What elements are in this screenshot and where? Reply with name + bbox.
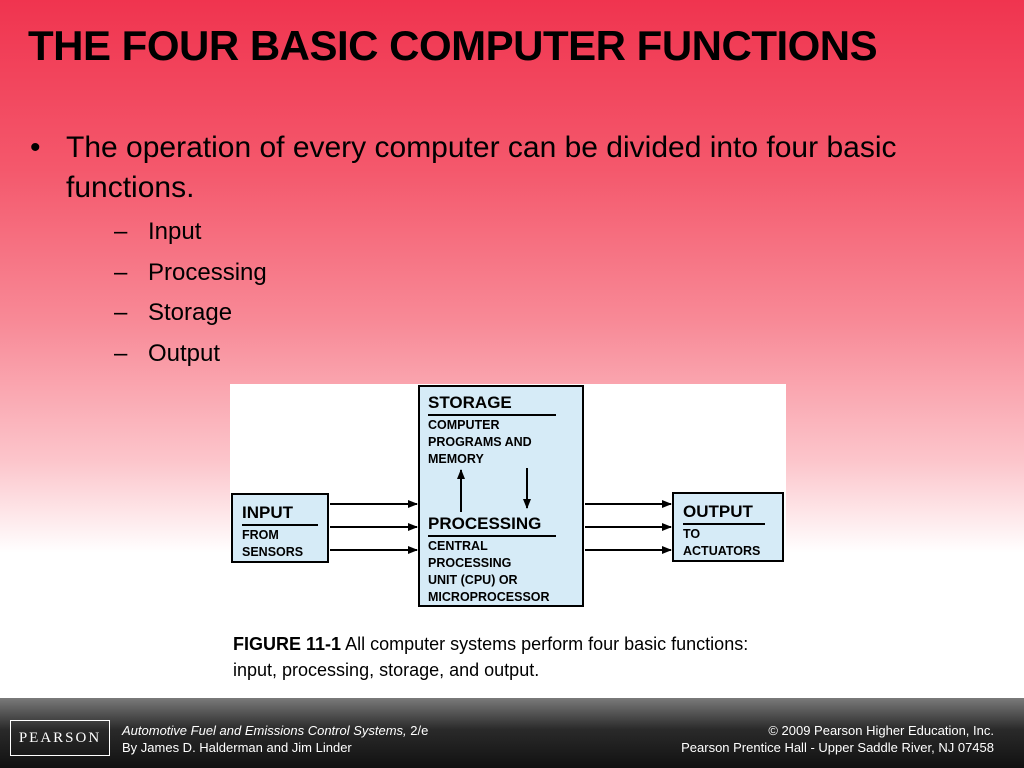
caption-text: All computer systems perform four basic … — [233, 634, 749, 680]
output-detail: TO ACTUATORS — [683, 527, 761, 558]
processing-underline — [428, 535, 556, 537]
storage-processing-arrows — [457, 468, 531, 512]
sub-item-output: – Output — [114, 334, 988, 375]
slide-title: THE FOUR BASIC COMPUTER FUNCTIONS — [28, 22, 878, 69]
sub-item-storage: – Storage — [114, 293, 988, 334]
sub-item-label: Storage — [148, 299, 233, 326]
footer-bar: PEARSON Automotive Fuel and Emissions Co… — [0, 698, 1024, 768]
pearson-logo: PEARSON — [10, 720, 110, 756]
output-box: OUTPUT TO ACTUATORS — [672, 492, 784, 562]
footer-publisher-info: © 2009 Pearson Higher Education, Inc. Pe… — [681, 722, 994, 756]
book-title: Automotive Fuel and Emissions Control Sy… — [122, 723, 407, 738]
copyright: © 2009 Pearson Higher Education, Inc. — [768, 723, 994, 738]
figure-caption: FIGURE 11-1 All computer systems perform… — [233, 631, 793, 683]
storage-processing-box: STORAGE COMPUTER PROGRAMS AND MEMORY PRO… — [418, 385, 584, 607]
input-underline — [242, 524, 318, 526]
bullet-item: • The operation of every computer can be… — [28, 128, 988, 374]
output-heading: OUTPUT — [683, 502, 753, 521]
figure-number: FIGURE 11-1 — [233, 634, 342, 654]
edition: 2/e — [410, 723, 429, 738]
dash-marker: – — [114, 339, 128, 367]
output-underline — [683, 523, 765, 525]
bullet-marker: • — [30, 131, 41, 164]
bullet-text: The operation of every computer can be d… — [66, 131, 897, 204]
sub-item-label: Processing — [148, 258, 267, 286]
sub-item-input: – Input — [114, 212, 988, 253]
input-box: INPUT FROM SENSORS — [231, 493, 329, 563]
dash-marker: – — [114, 299, 128, 326]
sub-item-processing: – Processing — [114, 253, 988, 294]
sub-item-label: Input — [148, 218, 202, 245]
authors: By James D. Halderman and Jim Linder — [122, 740, 352, 755]
input-heading: INPUT — [242, 503, 293, 522]
storage-detail: COMPUTER PROGRAMS AND MEMORY — [428, 418, 532, 466]
dash-marker: – — [114, 218, 128, 245]
storage-heading: STORAGE — [428, 393, 512, 412]
publisher: Pearson Prentice Hall - Upper Saddle Riv… — [681, 740, 994, 755]
processing-detail: CENTRAL PROCESSING UNIT (CPU) OR MICROPR… — [428, 539, 550, 604]
input-arrows — [330, 500, 418, 554]
dash-marker: – — [114, 258, 128, 286]
book-title-line: Automotive Fuel and Emissions Control Sy… — [122, 722, 428, 739]
flow-arrows — [330, 468, 672, 554]
sub-bullet-list: – Input – Processing – Storage – Output — [66, 212, 988, 374]
footer-book-info: Automotive Fuel and Emissions Control Sy… — [122, 722, 428, 756]
output-arrows — [585, 500, 672, 554]
computer-functions-diagram: STORAGE COMPUTER PROGRAMS AND MEMORY PRO… — [230, 384, 786, 610]
processing-heading: PROCESSING — [428, 514, 542, 533]
sub-item-label: Output — [148, 339, 221, 367]
storage-underline — [428, 414, 556, 416]
input-detail: FROM SENSORS — [242, 528, 304, 559]
bullet-list: • The operation of every computer can be… — [28, 128, 988, 374]
